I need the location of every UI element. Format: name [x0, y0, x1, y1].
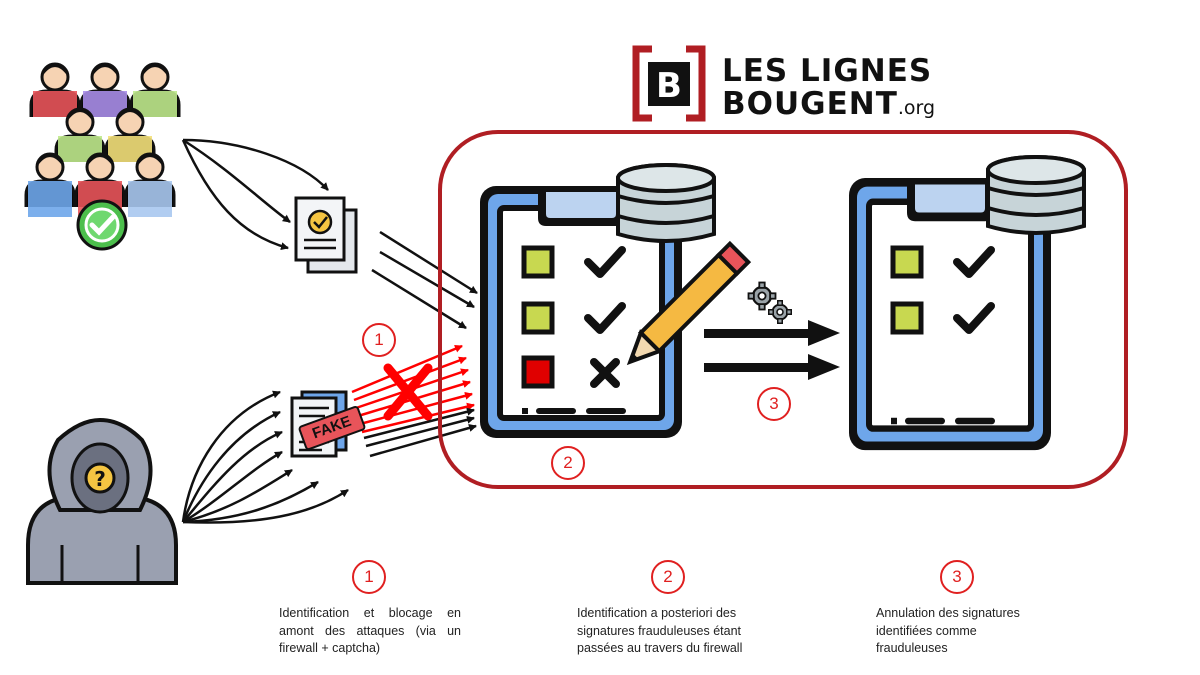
- pencil-icon: [626, 240, 752, 366]
- database-icon-2: [986, 155, 1086, 235]
- transfer-arrows: [704, 320, 840, 380]
- legend-step-number-1: 1: [352, 560, 386, 594]
- legend-3-line-2: identifiées comme: [876, 623, 977, 638]
- legend-1-line-1: Identification et blocage en: [279, 606, 461, 620]
- brand-name-bougent: BOUGENT: [722, 86, 898, 122]
- crowd-icon: [24, 62, 181, 217]
- hacker-to-fake-document-arrows: [181, 390, 349, 524]
- passed-black-arrows: [363, 407, 477, 458]
- brand-logo-letter: B: [656, 66, 682, 106]
- step-marker-1: 1: [362, 323, 396, 357]
- step-marker-2: 2: [551, 446, 585, 480]
- legend-2-line-2: signatures frauduleuses étant: [577, 623, 741, 638]
- legend-step-number-2: 2: [651, 560, 685, 594]
- legend-step-description-1: Identification et blocage en amont des a…: [279, 605, 461, 658]
- clipboard-cleaned-icon: [849, 178, 1051, 450]
- brand-name-line1: LES LIGNES: [722, 53, 933, 89]
- legend-step-description-3: Annulation des signatures identifiées co…: [876, 605, 1076, 658]
- gears-icon: [747, 281, 793, 325]
- legend-step-description-2: Identification a posteriori des signatur…: [577, 605, 777, 658]
- legend-1-line-2: amont des attaques (via un: [279, 623, 461, 638]
- hacker-icon: ?: [26, 417, 178, 585]
- legend-1-line-3: firewall + captcha): [279, 641, 381, 655]
- brand-logo: B: [632, 45, 706, 122]
- legend-2-line-1: Identification a posteriori des: [577, 606, 737, 620]
- brand-name-line2: BOUGENT.org: [722, 89, 935, 120]
- svg-text:?: ?: [94, 467, 106, 491]
- legend-2-line-3: passées au travers du firewall: [577, 641, 743, 655]
- process-boundary: [438, 130, 1128, 489]
- legend-3-line-3: frauduleuses: [876, 641, 948, 655]
- step-marker-3: 3: [757, 387, 791, 421]
- brand-tld: .org: [897, 97, 936, 119]
- cross-icon: [383, 363, 433, 421]
- checkmark-badge-icon: [76, 199, 128, 251]
- legend-3-line-1: Annulation des signatures: [876, 606, 1020, 620]
- clipboard-checklist-icon: [480, 186, 682, 438]
- database-icon: [616, 163, 716, 243]
- crowd-to-document-arrows: [181, 138, 329, 251]
- legend-step-number-3: 3: [940, 560, 974, 594]
- document-to-clipboard-arrows: [371, 230, 478, 330]
- document-check-icon: [294, 196, 358, 274]
